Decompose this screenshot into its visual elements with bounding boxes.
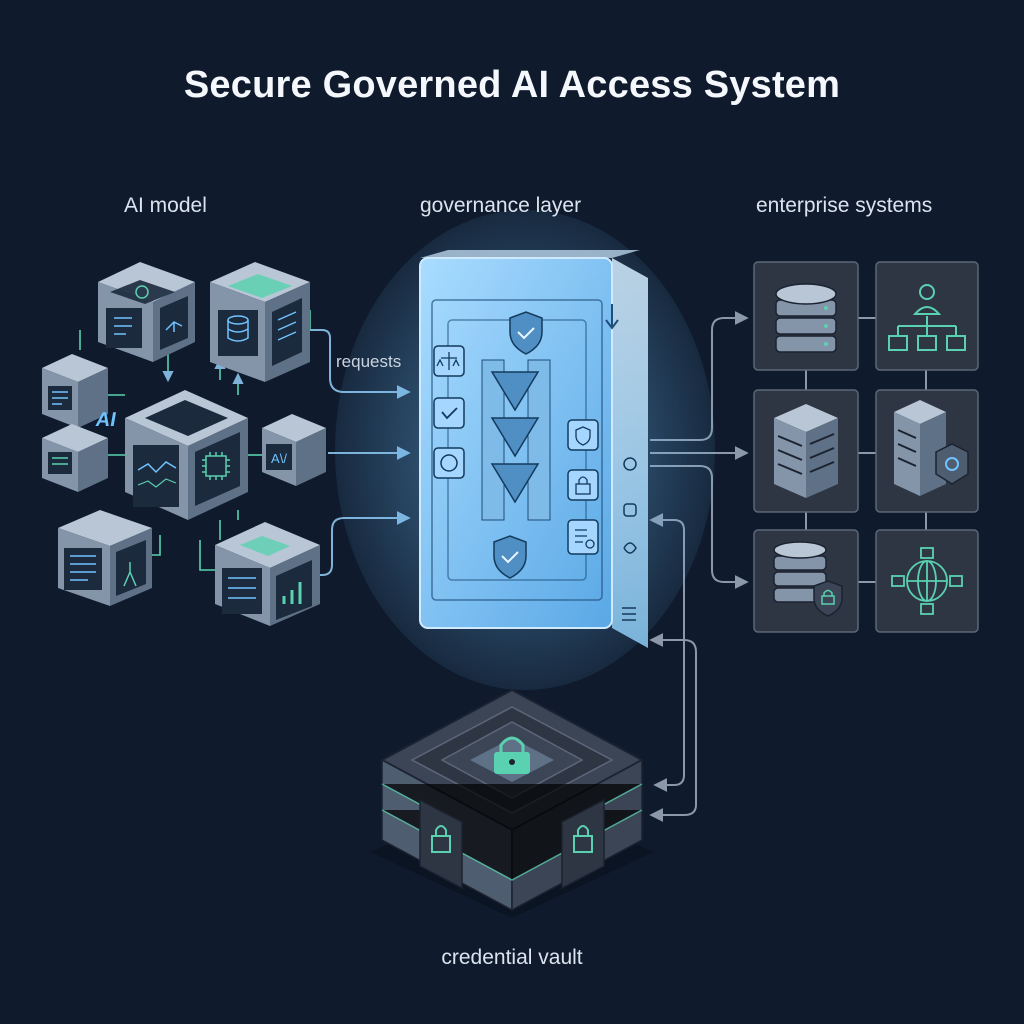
arrow-down-icon: [605, 304, 619, 330]
cube-database: [210, 262, 310, 382]
tile-database: [753, 261, 859, 371]
tile-server-rack: [753, 389, 859, 513]
vault-lock-left: [419, 798, 463, 890]
section-label-ai-model: AI model: [124, 194, 207, 217]
lock-icon: [567, 469, 599, 501]
filter-funnels: [490, 371, 540, 504]
figure-icon: [123, 562, 137, 587]
waveform-icon: [137, 461, 177, 474]
padlock-icon-left: [431, 835, 451, 853]
server-rack-icon: [774, 404, 838, 498]
credential-vault: [370, 688, 654, 918]
cube-doc-small: [42, 354, 108, 428]
document-search-icon: [567, 519, 599, 555]
ai-internal-links: [79, 310, 311, 571]
ai-core-label: AI: [94, 409, 118, 431]
cube-analytics: [215, 522, 320, 626]
lock-icon: [821, 589, 835, 605]
padlock-icon: [494, 736, 530, 774]
cube-ai-core: AI: [94, 390, 248, 520]
database-icon: [227, 315, 249, 342]
bar-chart-icon: [282, 582, 302, 604]
shield-check-icon: [509, 311, 543, 355]
connector-requests-top: [310, 329, 411, 399]
padlock-icon-right: [573, 835, 593, 853]
loop-icon: [623, 542, 637, 554]
tile-server-gear: [875, 389, 979, 513]
shield-check-icon-bottom: [493, 535, 527, 579]
tile-org-chart: [875, 261, 979, 371]
square-icon: [623, 503, 637, 517]
gear-icon: [945, 457, 959, 471]
at-icon: [623, 457, 637, 471]
tile-database-shield: [753, 529, 859, 633]
shield-small-icon: [567, 419, 599, 451]
rule-icons: [433, 345, 465, 479]
section-label-enterprise-systems: enterprise systems: [756, 194, 933, 217]
connector-vault-lower: [649, 633, 697, 822]
enterprise-grid: [753, 261, 979, 633]
cube-settings: [98, 262, 195, 362]
section-label-credential-vault: credential vault: [441, 946, 583, 969]
tile-network: [875, 529, 979, 633]
check-icon: [433, 397, 465, 429]
cube-text: A\/: [262, 414, 326, 486]
cube-list-small: [42, 424, 108, 492]
cube-report: [58, 510, 152, 606]
diagram-title: Secure Governed AI Access System: [183, 64, 841, 106]
vault-lock-right: [561, 798, 605, 890]
edge-label-requests: requests: [336, 352, 402, 371]
server-gear-icon: [894, 400, 969, 496]
governance-panel: [335, 210, 715, 690]
ai-model-cluster: AI A\/: [42, 262, 326, 626]
chip-icon: [202, 452, 230, 480]
ai-side-label: A\/: [271, 451, 287, 466]
network-globe-icon: [891, 547, 963, 615]
database-shield-icon: [773, 541, 843, 617]
side-icons: [622, 457, 637, 621]
org-chart-icon: [888, 284, 966, 351]
connector-requests-bottom: [318, 511, 411, 576]
network-icon: [165, 321, 183, 332]
sync-icon: [433, 447, 465, 479]
section-label-governance-layer: governance layer: [420, 194, 582, 217]
gear-icon: [135, 285, 149, 299]
menu-icon: [622, 607, 636, 621]
database-icon: [775, 283, 837, 353]
check-icons: [567, 419, 599, 555]
